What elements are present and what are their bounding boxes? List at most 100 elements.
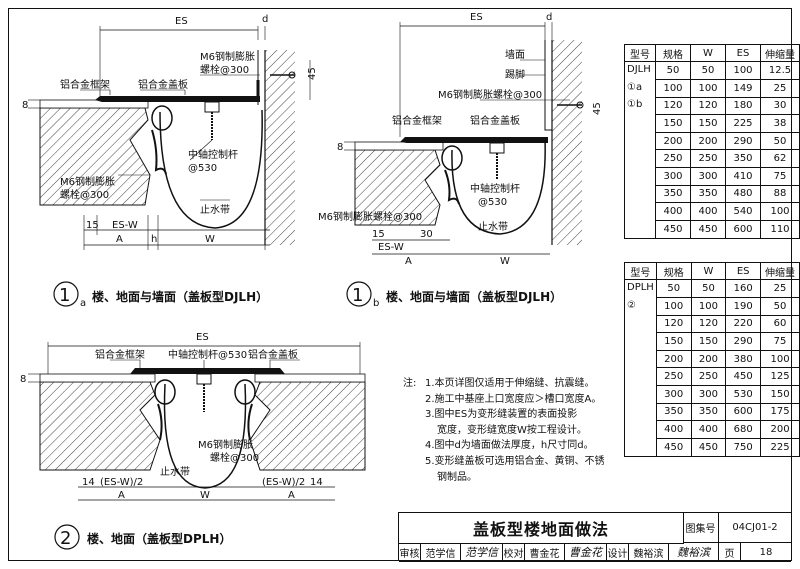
dim-45: 45 — [592, 102, 603, 115]
label-frame: 铝合金框架 — [95, 348, 145, 361]
type-cell: ② — [624, 297, 657, 316]
table-cell: 220 — [725, 314, 762, 334]
page-label: 页 — [719, 543, 741, 562]
table-cell: 150 — [655, 114, 691, 133]
label-bolt-top: M6钢制膨胀螺栓@300 — [438, 88, 542, 101]
caption-number: 2 — [60, 528, 71, 549]
table-cell: 100 — [690, 297, 727, 316]
type-cell — [624, 385, 657, 404]
table-cell: 38 — [760, 114, 800, 133]
label-rod-spacing: @530 — [188, 163, 217, 174]
table-cell: 225 — [760, 437, 800, 457]
label-rod: 中轴控制杆@530 — [168, 348, 247, 361]
label-cover: 铝合金盖板 — [138, 78, 188, 91]
reviewer-name: 范学信 — [421, 543, 461, 562]
label-frame: 铝合金框架 — [392, 114, 442, 127]
type-cell — [624, 185, 656, 203]
dim-8: 8 — [337, 142, 343, 153]
table-cell: 160 — [725, 278, 762, 299]
dim-es: ES — [175, 16, 188, 27]
note-item: 5.变形缝盖板可选用铝合金、黄铜、不锈 — [425, 455, 605, 467]
table-cell: 400 — [655, 202, 691, 221]
dim-15: 15 — [372, 229, 385, 240]
column-header: 型号 — [624, 262, 657, 280]
table-cell: 450 — [655, 437, 692, 457]
type-cell — [624, 132, 656, 150]
note-item: 4.图中d为墙面做法厚度，h尺寸同d。 — [425, 440, 594, 452]
table-cell: 175 — [760, 402, 800, 422]
table-cell: 225 — [725, 114, 761, 133]
table-cell: 450 — [655, 219, 691, 239]
dim-8: 8 — [22, 100, 28, 111]
table-cell: 400 — [655, 420, 692, 439]
table-cell: 750 — [725, 437, 762, 457]
designer-signature: 魏裕滨 — [669, 543, 719, 562]
caption-number: 1 — [352, 285, 363, 306]
table-cell: 450 — [725, 367, 762, 387]
table-cell: 300 — [690, 167, 726, 186]
dim-8: 8 — [20, 374, 26, 385]
table-cell: 50 — [760, 131, 800, 151]
label-rod: 中轴控制杆 — [470, 182, 520, 195]
table-cell: 150 — [760, 385, 800, 404]
notes: 注:1.本页详图仅适用于伸缩缝、抗震缝。 2.施工中基座上口宽度应＞槽口宽度A。… — [403, 376, 623, 485]
slab-right — [249, 381, 366, 471]
label-frame: 铝合金框架 — [60, 78, 110, 91]
table-cell: 50 — [690, 60, 726, 81]
table-cell: 350 — [655, 402, 692, 422]
table-cell: 200 — [655, 349, 692, 369]
type-cell: ①a — [624, 79, 656, 98]
label-waterstop: 止水带 — [478, 221, 508, 233]
table-cell: 200 — [655, 131, 691, 151]
table-cell: 300 — [690, 385, 727, 404]
table-cell: 100 — [655, 79, 691, 98]
review-label: 审核 — [399, 543, 421, 562]
table-cell: 60 — [760, 314, 800, 334]
table-cell: 75 — [760, 167, 800, 186]
note-item: 宽度，变形缝宽度W按工程设计。 — [437, 424, 587, 436]
table-cell: 290 — [725, 332, 762, 351]
water-stop-u — [163, 383, 247, 489]
floor-finish-layer — [39, 99, 149, 109]
table-cell: 600 — [725, 219, 761, 239]
table-cell: 149 — [725, 79, 761, 98]
designer-name: 魏裕滨 — [629, 543, 669, 562]
dim-w: W — [200, 490, 210, 501]
table-cell: 250 — [655, 149, 691, 169]
cover-plate — [95, 96, 260, 102]
table-cell: 150 — [655, 332, 692, 351]
column-header: 伸缩量 — [760, 262, 800, 280]
table-cell: 100 — [725, 60, 761, 81]
type-cell — [624, 167, 656, 186]
slab-left — [39, 381, 161, 471]
table-cell: 250 — [655, 367, 692, 387]
table-cell: 480 — [725, 184, 761, 204]
dim-es: ES — [196, 332, 209, 343]
dim-d: d — [262, 14, 268, 25]
wall-hatch — [265, 50, 295, 245]
table-cell: 300 — [655, 385, 692, 404]
drawing-title: 盖板型楼地面做法 — [399, 513, 684, 544]
caption-text: 楼、地面与墙面（盖板型DJLH） — [92, 289, 268, 304]
table-cell: 200 — [690, 131, 726, 151]
column-header: ES — [725, 262, 762, 280]
table-cell: 110 — [760, 219, 800, 239]
caption-circle — [53, 281, 79, 307]
type-cell: DPLH — [624, 278, 657, 298]
table-cell: 50 — [760, 297, 800, 316]
table-cell: 12.5 — [760, 60, 800, 81]
table-cell: 62 — [760, 149, 800, 169]
label-cover: 铝合金盖板 — [470, 114, 520, 127]
atlas-label: 图集号 — [683, 513, 719, 543]
